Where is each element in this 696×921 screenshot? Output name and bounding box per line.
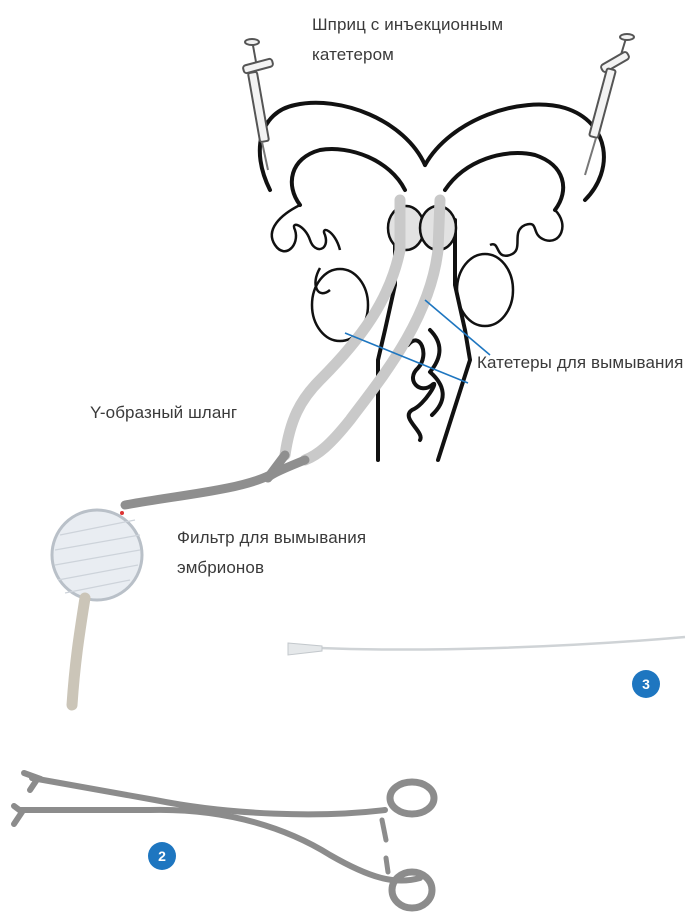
y-tube	[125, 455, 305, 505]
catheter-tube-icon	[288, 637, 685, 655]
oviduct-left	[272, 205, 368, 341]
oviduct-right	[457, 210, 562, 326]
label-embryo-filter: Фильтр для вымывания эмбрионов	[177, 523, 397, 583]
label-flush-catheters: Катетеры для вымывания	[477, 348, 683, 378]
forceps-icon	[14, 773, 434, 908]
label-y-tube: Y-образный шланг	[90, 398, 237, 428]
syringe-right-icon	[585, 34, 634, 175]
outlet-tube	[72, 598, 85, 705]
label-syringe: Шприц с инъекционным катетером	[312, 10, 512, 70]
badge-forceps: 2	[148, 842, 176, 870]
badge-catheter: 3	[632, 670, 660, 698]
embryo-filter-icon	[52, 510, 142, 600]
